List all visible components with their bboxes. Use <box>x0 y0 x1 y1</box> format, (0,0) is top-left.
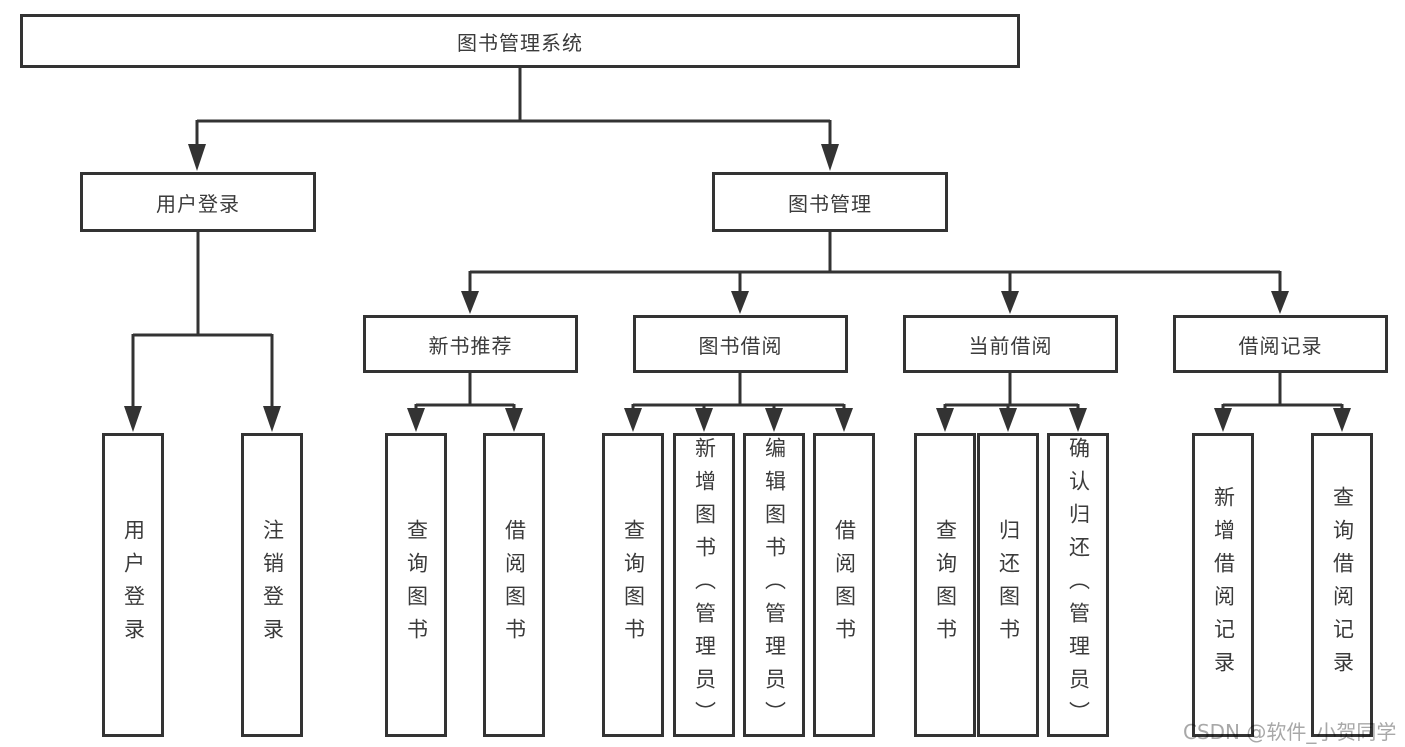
leaf-query-borrow-record: 查询借阅记录 <box>1311 433 1373 737</box>
leaf-query-books-current: 查询图书 <box>914 433 976 737</box>
node-current-borrowing: 当前借阅 <box>903 315 1118 373</box>
leaf-query-books-recommend-label: 查询图书 <box>404 519 429 651</box>
leaf-edit-book-admin: 编辑图书（管理员） <box>743 433 805 737</box>
node-user-login: 用户登录 <box>80 172 316 232</box>
leaf-confirm-return-admin-label: 确认归还（管理员） <box>1066 436 1091 734</box>
leaf-edit-book-admin-label: 编辑图书（管理员） <box>762 436 787 734</box>
leaf-query-books-current-label: 查询图书 <box>933 519 958 651</box>
leaf-query-books-recommend: 查询图书 <box>385 433 447 737</box>
leaf-borrow-books-recommend: 借阅图书 <box>483 433 545 737</box>
leaf-logout-label: 注销登录 <box>260 519 285 651</box>
leaf-add-borrow-record-label: 新增借阅记录 <box>1211 486 1236 684</box>
leaf-borrow-books-recommend-label: 借阅图书 <box>502 519 527 651</box>
node-book-management-label: 图书管理 <box>788 191 872 216</box>
node-root-label: 图书管理系统 <box>457 30 583 55</box>
leaf-return-book-label: 归还图书 <box>996 519 1021 651</box>
leaf-return-book: 归还图书 <box>977 433 1039 737</box>
csdn-watermark: CSDN @软件_小贺同学 <box>1183 720 1397 744</box>
leaf-confirm-return-admin: 确认归还（管理员） <box>1047 433 1109 737</box>
leaf-user-login-label: 用户登录 <box>121 519 146 651</box>
leaf-logout: 注销登录 <box>241 433 303 737</box>
node-current-borrowing-label: 当前借阅 <box>968 333 1053 358</box>
leaf-add-book-admin-label: 新增图书（管理员） <box>692 436 717 734</box>
node-book-borrowing: 图书借阅 <box>633 315 848 373</box>
leaf-add-borrow-record: 新增借阅记录 <box>1192 433 1254 737</box>
leaf-borrow-books-label: 借阅图书 <box>832 519 857 651</box>
arrowheads <box>124 144 1351 432</box>
node-new-book-recommendation-label: 新书推荐 <box>428 333 513 358</box>
leaf-user-login: 用户登录 <box>102 433 164 737</box>
leaf-borrow-books: 借阅图书 <box>813 433 875 737</box>
node-book-management: 图书管理 <box>712 172 948 232</box>
node-user-login-label: 用户登录 <box>156 191 240 216</box>
node-new-book-recommendation: 新书推荐 <box>363 315 578 373</box>
leaf-query-borrow-record-label: 查询借阅记录 <box>1330 486 1355 684</box>
leaf-query-books-borrowing-label: 查询图书 <box>621 519 646 651</box>
leaf-query-books-borrowing: 查询图书 <box>602 433 664 737</box>
node-borrowing-records-label: 借阅记录 <box>1238 333 1323 358</box>
node-borrowing-records: 借阅记录 <box>1173 315 1388 373</box>
node-root: 图书管理系统 <box>20 14 1020 68</box>
leaf-add-book-admin: 新增图书（管理员） <box>673 433 735 737</box>
node-book-borrowing-label: 图书借阅 <box>698 333 783 358</box>
